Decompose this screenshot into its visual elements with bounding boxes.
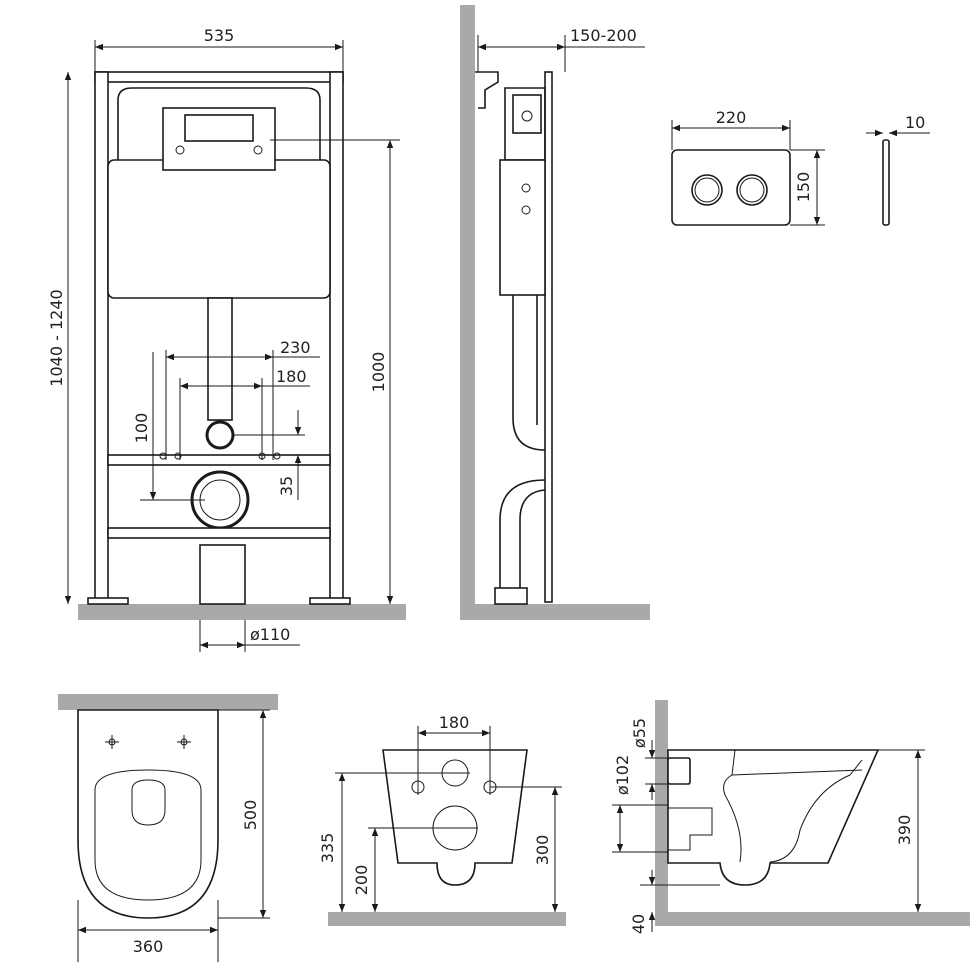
wall <box>655 700 668 926</box>
frame-height-label: 1040 - 1240 <box>47 289 66 386</box>
plate-height-label: 1000 <box>369 352 388 393</box>
floor <box>655 912 970 926</box>
plate-side <box>882 139 890 226</box>
mounting-hole-icon <box>105 735 191 749</box>
wall-offset-label: 150-200 <box>570 26 637 45</box>
drain-diameter-label: ø110 <box>250 625 290 644</box>
bowl-front-view: 180 335 200 300 <box>318 713 566 926</box>
stud-inner-label: 180 <box>276 367 307 386</box>
floor <box>460 604 650 620</box>
bolt-spacing-label: 180 <box>439 713 470 732</box>
bowl-width-label: 360 <box>133 937 164 956</box>
inlet-offset-label: 100 <box>132 413 151 444</box>
drain-height-label: 200 <box>352 865 371 896</box>
wall <box>58 694 278 710</box>
stud-outer-label: 230 <box>280 338 311 357</box>
wall <box>460 5 475 620</box>
bowl-outline <box>77 709 219 919</box>
bowl-side-outline <box>667 749 880 886</box>
bolt-height-label: 335 <box>318 833 337 864</box>
flush-plate <box>671 149 791 226</box>
bowl-top-view: 500 360 <box>58 694 278 962</box>
frame-width-label: 535 <box>204 26 235 45</box>
plate-width-label: 220 <box>716 108 747 127</box>
total-height-label: 390 <box>895 815 914 846</box>
floor <box>78 604 406 620</box>
flush-button-large <box>736 174 768 206</box>
floor-gap-label: 40 <box>629 914 648 934</box>
bowl-front-outline <box>382 749 528 886</box>
plate-height-label-2: 150 <box>794 172 813 203</box>
inlet-diameter-label: ø55 <box>630 718 649 748</box>
outlet-diameter-label: ø102 <box>613 755 632 795</box>
bowl-side-view: ø55 ø102 40 390 <box>612 700 970 934</box>
bowl-length-label: 500 <box>241 800 260 831</box>
inlet-height-label: 300 <box>533 835 552 866</box>
flush-plate-view: 220 150 10 <box>671 108 930 226</box>
floor <box>328 912 566 926</box>
outlet-offset-label: 35 <box>277 476 296 496</box>
flush-button-small <box>691 174 723 206</box>
frame-side-view: 150-200 <box>460 5 650 620</box>
flush-plate-bracket <box>162 107 276 171</box>
plate-thickness-label: 10 <box>905 113 925 132</box>
frame-front-view: 535 1040 - 1240 1000 230 180 100 35 ø110 <box>47 26 406 652</box>
